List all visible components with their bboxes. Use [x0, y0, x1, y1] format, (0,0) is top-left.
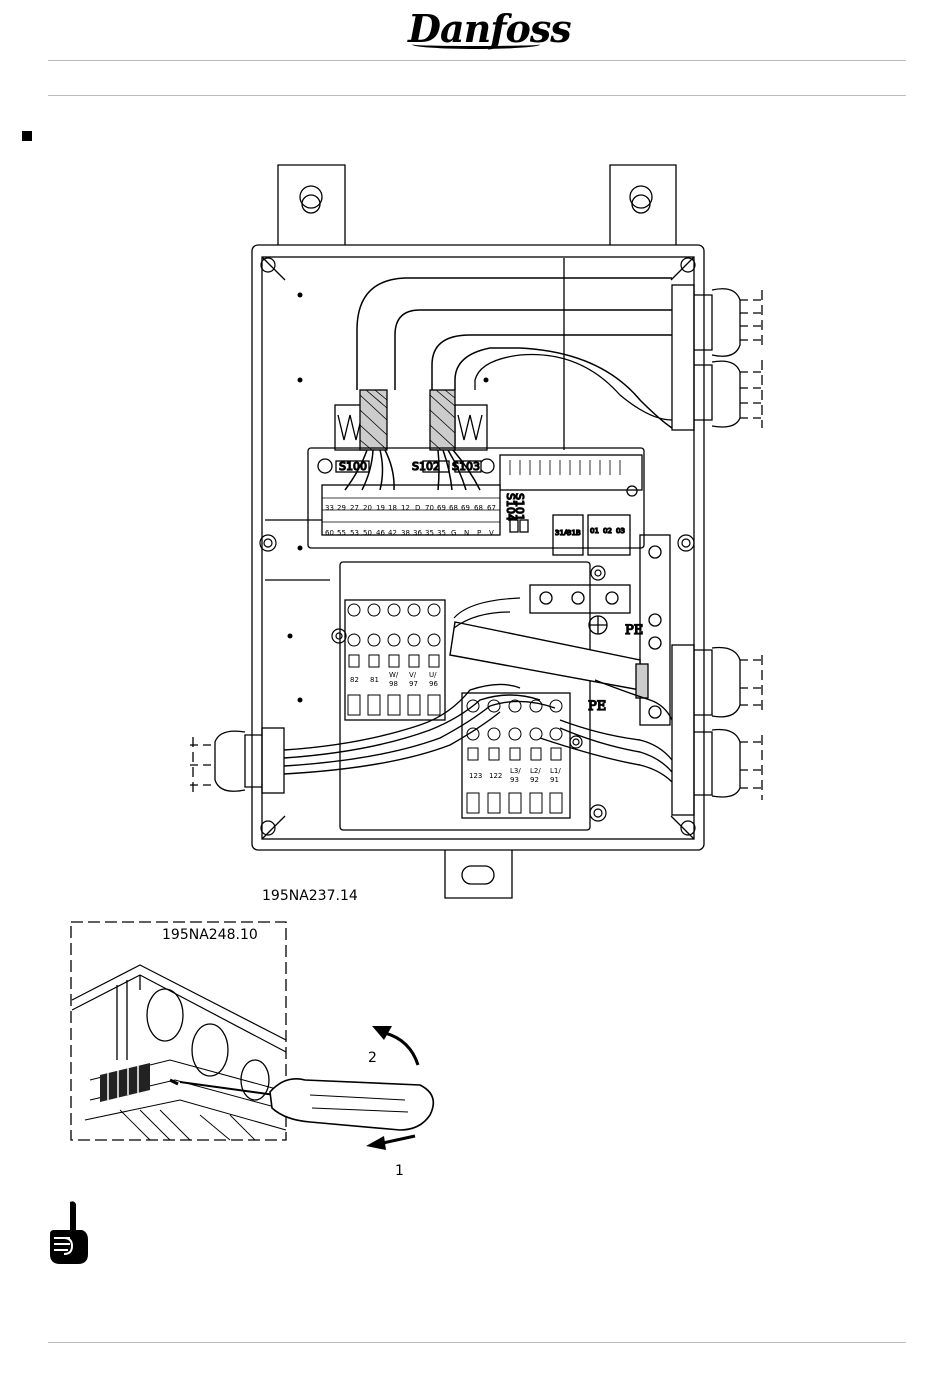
terminal-19: 19 [376, 504, 385, 512]
terminal-v: V [489, 529, 494, 537]
terminal-122: 122 [489, 772, 502, 780]
terminal-u: U/ [429, 671, 437, 679]
motor-terminal-labels: 82 81 W/ 98 V/ 97 U/ 96 [350, 671, 438, 688]
step-1-label: 1 [395, 1163, 404, 1179]
mains-terminal-labels: 123 122 L3/ 93 L2/ 92 L1/ 91 [469, 767, 561, 784]
terminal-91: 91 [550, 776, 559, 784]
step-2-label: 2 [368, 1050, 377, 1066]
terminal-82: 82 [350, 676, 359, 684]
terminal-42: 42 [388, 529, 397, 537]
footer-rule [48, 1342, 906, 1343]
note-hand-icon [46, 1200, 92, 1266]
terminal-l2: L2/ [530, 767, 541, 775]
terminal-70: 70 [425, 504, 434, 512]
terminal-12: 12 [401, 504, 410, 512]
terminal-68a: 68 [449, 504, 458, 512]
terminal-60: 60 [325, 529, 334, 537]
terminal-46: 46 [376, 529, 385, 537]
terminal-p: P [477, 529, 481, 537]
terminal-35b: 35 [437, 529, 446, 537]
terminal-w: W/ [389, 671, 399, 679]
terminal-55: 55 [337, 529, 346, 537]
figure1-code: 195NA237.14 [262, 888, 358, 904]
terminal-18: 18 [388, 504, 397, 512]
terminal-96: 96 [429, 680, 438, 688]
terminal-69a: 69 [437, 504, 446, 512]
terminal-labels: 33 29 27 20 19 18 12 D 70 69 68 69 68 67… [0, 0, 950, 910]
terminal-93: 93 [510, 776, 519, 784]
control-top-terminals: 33 29 27 20 19 18 12 D 70 69 68 69 68 67 [325, 504, 496, 512]
terminal-67: 67 [487, 504, 496, 512]
terminal-97: 97 [409, 680, 418, 688]
terminal-69b: 69 [461, 504, 470, 512]
screwdriver-detail-figure: 195NA248.10 2 1 [0, 910, 950, 1190]
figure2-code: 195NA248.10 [162, 927, 258, 943]
terminal-53: 53 [350, 529, 359, 537]
terminal-n: N [464, 529, 469, 537]
terminal-33: 33 [325, 504, 334, 512]
terminal-68b: 68 [474, 504, 483, 512]
terminal-27: 27 [350, 504, 359, 512]
terminal-l1: L1/ [550, 767, 561, 775]
terminal-38: 38 [401, 529, 410, 537]
terminal-92: 92 [530, 776, 539, 784]
terminal-123: 123 [469, 772, 482, 780]
terminal-81: 81 [370, 676, 379, 684]
terminal-36: 36 [413, 529, 422, 537]
terminal-29: 29 [337, 504, 346, 512]
terminal-v-motor: V/ [409, 671, 417, 679]
terminal-d: D [415, 504, 420, 512]
terminal-35a: 35 [425, 529, 434, 537]
terminal-l3: L3/ [510, 767, 521, 775]
terminal-98: 98 [389, 680, 398, 688]
control-bottom-terminals: 60 55 53 50 46 42 38 36 35 35 G N P V [325, 529, 494, 537]
terminal-g: G [451, 529, 456, 537]
terminal-50: 50 [363, 529, 372, 537]
terminal-20: 20 [363, 504, 372, 512]
